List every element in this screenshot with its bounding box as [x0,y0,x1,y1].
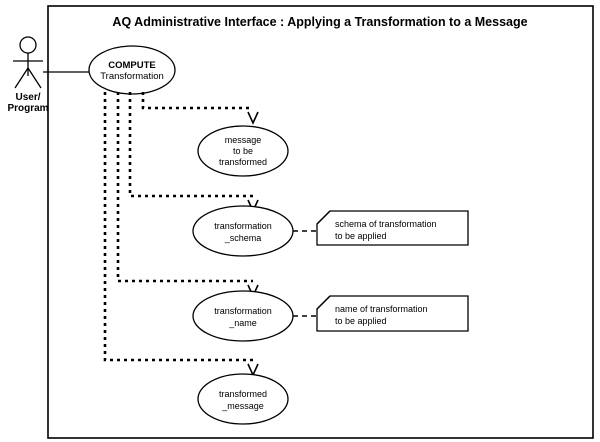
compute-transformation-ellipse [88,45,176,95]
transformation-schema-ellipse [192,205,294,257]
transformation-schema-node[interactable]: transformation _schema [192,205,294,257]
transformed-message-node[interactable]: transformed _message [197,373,289,425]
connector-to-message-to-be-transformed [141,92,253,110]
compute-label-line2: Transformation [100,71,164,82]
transformation-name-node[interactable]: transformation _name [192,290,294,342]
transformation-name-label-line2: _name [228,318,257,328]
transformed-message-ellipse [197,373,289,425]
actor-label-line2: Program [7,103,48,114]
message-to-be-transformed-ellipse [197,125,289,177]
note-transformation-schema-fold-icon [316,210,331,225]
note-schema-line2: to be applied [335,231,387,241]
message-label-line2: to be [233,146,253,156]
actor-head-icon [19,36,37,54]
note-transformation-name-fold-icon [316,295,331,310]
diagram-title: AQ Administrative Interface : Applying a… [112,15,527,29]
transformation-schema-label-line1: transformation [214,221,272,231]
actor-label-line1: User/ [15,92,40,103]
actor-right-leg-icon [27,67,42,89]
note-transformation-name[interactable]: name of transformation to be applied [316,295,469,332]
transformation-name-label-line1: transformation [214,306,272,316]
actor-left-leg-icon [14,67,29,89]
arrowhead-message-to-be-transformed [247,111,259,125]
note-transformation-schema[interactable]: schema of transformation to be applied [316,210,469,246]
message-label-line3: transformed [219,157,267,167]
transformed-message-label-line1: transformed [219,389,267,399]
message-label-line1: message [225,135,262,145]
message-to-be-transformed-node[interactable]: message to be transformed [197,125,289,177]
transformed-message-label-line2: _message [221,401,264,411]
system-boundary-frame [47,5,594,439]
note-name-line2: to be applied [335,316,387,326]
note-name-line1: name of transformation [335,304,428,314]
user-program-actor[interactable]: User/ Program [7,36,49,114]
connector-to-transformed-message [103,92,253,362]
note-schema-line1: schema of transformation [335,219,437,229]
arrowhead-transformed-message [247,363,259,377]
compute-transformation-usecase[interactable]: COMPUTE Transformation [88,45,176,95]
compute-label-line1: COMPUTE [108,60,156,71]
connector-to-transformation-name [116,92,253,283]
transformation-schema-label-line2: _schema [224,233,262,243]
transformation-name-ellipse [192,290,294,342]
